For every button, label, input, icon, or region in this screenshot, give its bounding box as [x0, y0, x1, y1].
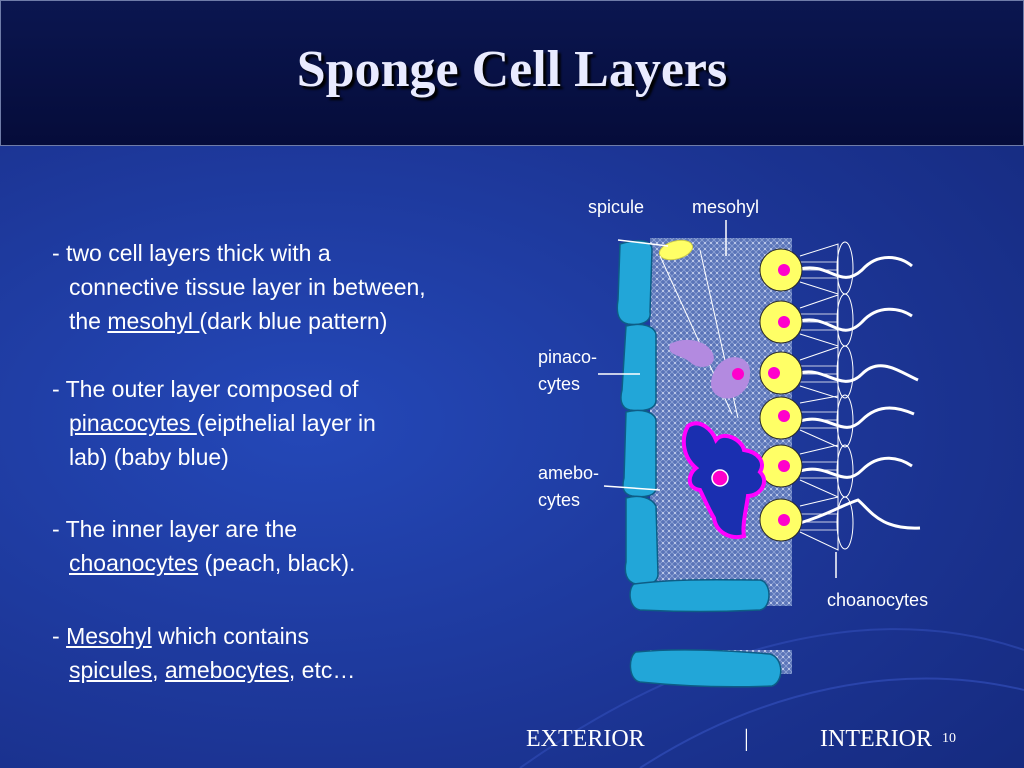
spicules-link[interactable]: spicules [69, 657, 153, 683]
bullet-text: (peach, black). [198, 550, 356, 576]
label-choanocytes: choanocytes [827, 590, 929, 610]
bullet-line: - The outer layer composed of [52, 376, 359, 402]
label-pinacocytes-line2: cytes [538, 374, 581, 394]
bullet-text: , etc… [288, 657, 356, 683]
footer-exterior: EXTERIOR [526, 726, 645, 752]
bullet-cell-layers: - two cell layers thick with a connectiv… [52, 236, 532, 338]
bullet-text: which contains [151, 623, 309, 649]
footer-divider: | [744, 726, 749, 752]
amebocytes-link[interactable]: amebocytes [164, 657, 289, 683]
bullet-text: (dark blue pattern) [199, 308, 388, 334]
choanocyte-collars [799, 241, 854, 551]
slide-title: Sponge Cell Layers [296, 41, 728, 98]
bullet-outer-layer: - The outer layer composed of pinacocyte… [52, 372, 532, 474]
bullet-line: - two cell layers thick with a [52, 240, 331, 266]
mesohyl-link[interactable]: mesohyl [107, 308, 200, 334]
mesohyl-cell-nucleus [732, 368, 744, 380]
title-bar [0, 0, 1024, 146]
bullet-line: - The inner layer are the [52, 516, 298, 542]
bullet-text: - [52, 623, 67, 649]
label-pointers [598, 220, 837, 578]
page-number: 10 [942, 731, 956, 746]
label-spicule: spicule [588, 197, 645, 217]
bullet-text: (eipthelial layer in [196, 410, 376, 436]
collar-microvilli [800, 261, 838, 531]
bullet-inner-layer: - The inner layer are the choanocytes (p… [52, 512, 532, 580]
label-mesohyl: mesohyl [692, 197, 760, 217]
label-amebocytes-line2: cytes [538, 490, 581, 510]
bullet-mesohyl: - Mesohyl which contains spicules, amebo… [52, 619, 532, 687]
bullet-line: connective tissue layer in between, [69, 274, 426, 300]
bullet-line: lab) (baby blue) [69, 444, 229, 470]
footer-interior: INTERIOR [820, 726, 932, 752]
label-pinacocytes-line1: pinaco- [538, 347, 598, 367]
amebocyte-nucleus [711, 469, 729, 487]
mesohyl-cell [669, 339, 714, 367]
bullet-text: , [152, 657, 165, 683]
mesohyl-link[interactable]: Mesohyl [66, 623, 152, 649]
pinacocyte-cells [616, 239, 782, 688]
bullet-text: the [69, 308, 108, 334]
pinacocytes-link[interactable]: pinacocytes [69, 410, 197, 436]
label-amebocytes-line1: amebo- [538, 463, 600, 483]
choanocytes-link[interactable]: choanocytes [69, 550, 199, 576]
spicule-oval [658, 239, 694, 261]
choanocyte-cells [759, 248, 803, 542]
mesohyl-cell [711, 357, 751, 399]
choanocyte-flagella [799, 256, 921, 530]
